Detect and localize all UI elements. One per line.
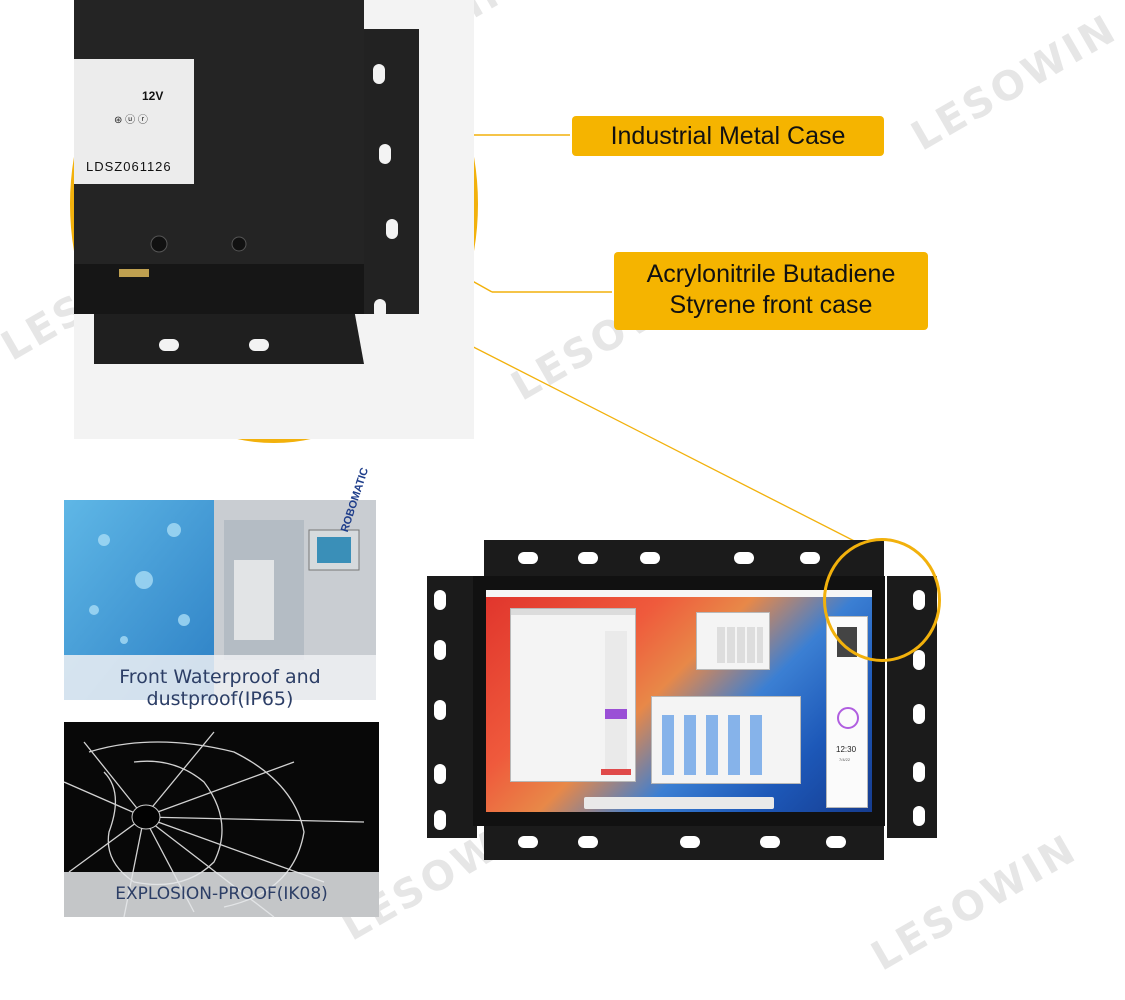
mounting-hole [800,552,820,564]
metal-case-text: Industrial Metal Case [610,122,846,150]
mounting-hole [913,762,925,782]
metal-case-tag: Industrial Metal Case [572,116,884,156]
serial-number: LDSZ061126 [86,159,172,174]
mounting-hole [434,764,446,784]
mounting-hole [518,552,538,564]
mounting-hole [434,810,446,830]
mounting-hole [680,836,700,848]
top-bracket [484,540,884,580]
mounting-hole [760,836,780,848]
mounting-hole [578,836,598,848]
date: 7/4/22 [839,757,851,762]
certification-marks: ⊛ ⓤ ⓡ [114,115,148,126]
mounting-hole [578,552,598,564]
explosion-caption: EXPLOSION-PROOF(IK08) [115,884,328,904]
mounting-hole [640,552,660,564]
front-case-line2: Styrene front case [669,291,873,319]
voltage-label: 12V [142,89,164,103]
front-case-tag: Acrylonitrile Butadiene Styrene front ca… [614,252,928,330]
explosion-panel: EXPLOSION-PROOF(IK08) [63,722,379,918]
calculator-window [696,612,770,670]
mounting-hole [913,650,925,670]
mounting-hole [434,590,446,610]
dock [584,797,774,809]
file-manager-window [651,696,801,784]
clock: 12:30 [836,745,857,754]
waterproof-panel: ROBOMATIC Front Waterproof and dustproof… [64,466,376,710]
mounting-hole [826,836,846,848]
mounting-hole [434,700,446,720]
mounting-hole [518,836,538,848]
mounting-hole [913,806,925,826]
waterproof-caption: Front Waterproof and dustproof(IP65) [119,666,321,710]
settings-window [510,608,636,782]
metal-case-zoom: 12V ⊛ ⓤ ⓡ LDSZ061126 [70,0,478,443]
zoom-indicator-circle [823,538,941,662]
mounting-hole [434,640,446,660]
top-bar [486,590,872,597]
mounting-hole [913,704,925,724]
mounting-hole [734,552,754,564]
front-case-line1: Acrylonitrile Butadiene [646,260,896,288]
monitor-screen: 12:30 7/4/22 [486,590,872,812]
